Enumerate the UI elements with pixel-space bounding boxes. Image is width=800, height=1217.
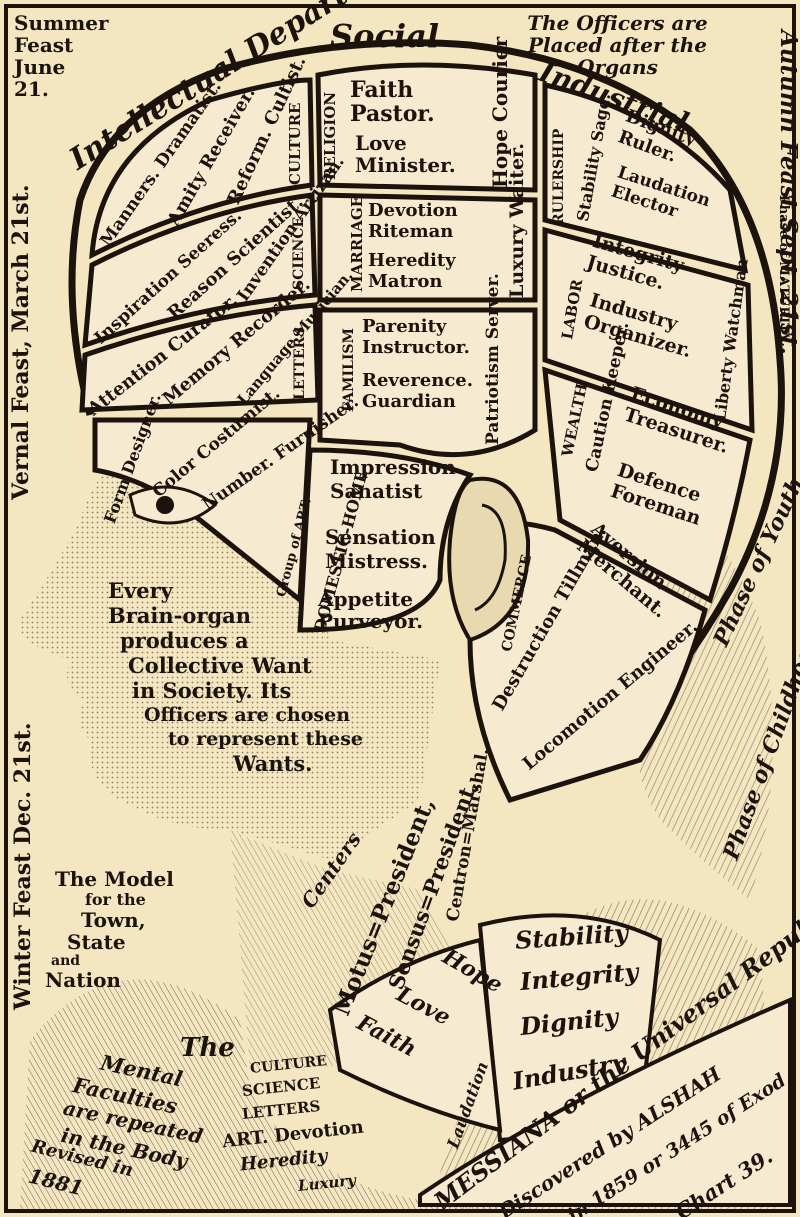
religion-item-2: Love Minister. [355,131,456,177]
domestic-item-3: Appetite Purveyor. [318,587,424,633]
rulership-group-label: RULERSHIP [551,128,567,225]
caption-line: to represent these [168,728,364,750]
faculties-line: The [180,1033,235,1063]
familism-group-label: FAMILISM [341,327,357,412]
officers-note: The Officers are Placed after the Organs [527,11,708,79]
caption-line: Brain-organ [108,603,252,628]
eye-pupil [156,496,174,514]
head-outline [68,39,785,723]
caption-line: produces a [120,628,249,653]
outer-border [4,4,796,1213]
familism-item-2: Reverence. Guardian [362,370,474,412]
social-cells [297,62,538,633]
body-panel [327,937,503,1133]
marriage-group-label: MARRIAGE [348,195,366,292]
familism-item-1: Parenity Instructor. [362,316,470,358]
ear-inner [474,503,507,612]
ear-shape [447,476,531,643]
industrial-cells [467,81,755,804]
domestic-item-2: Sensation Mistress. [325,525,436,573]
model-note-line: State [67,930,126,954]
marriage-item-1: Devotion Riteman [368,200,458,242]
social-department-label: Social [330,17,439,55]
religion-group-label: RELIGION [321,91,339,180]
body-shape [20,979,560,1210]
caption-line: in Society. Its [132,678,292,703]
domestic-item-1: Impression Sanatist [330,455,456,503]
letters-group-label: LETTERS [292,326,308,400]
model-note-line: The Model [55,867,174,891]
caption-line: Every [108,578,173,603]
face-shape [19,420,441,860]
winter-feast-label: Winter Feast Dec. 21st. [10,722,36,1010]
marriage-item-2: Heredity Matron [368,250,456,292]
intellectual-cells [79,77,321,605]
caption-block: Every Brain-organ produces a Collective … [108,578,398,776]
neck-word: Stability [514,918,629,955]
model-note: The Model for the Town, State and Nation [45,868,195,991]
religion-item-1: Faith Pastor. [350,77,435,127]
model-note-line: Nation [45,968,121,992]
model-note-line: Town, [81,908,146,932]
culture-group-label: CULTURE [286,102,304,186]
phase-maturity-label: Phase of MATURITY [776,195,791,343]
caption-line: Collective Want [128,653,312,678]
caption-line: Wants. [233,751,313,776]
model-note-line: for the [85,890,146,909]
vernal-feast-label: Vernal Feast, March 21st. [8,184,34,500]
summer-feast-label: Summer Feast June 21. [14,11,109,101]
caption-line: Officers are chosen [144,704,351,726]
model-note-line: and [51,953,81,969]
familism-item-3: Patriotism Server. [483,273,503,445]
marriage-item-3: Luxury Waiter. [506,143,528,298]
footer-band [418,996,792,1207]
